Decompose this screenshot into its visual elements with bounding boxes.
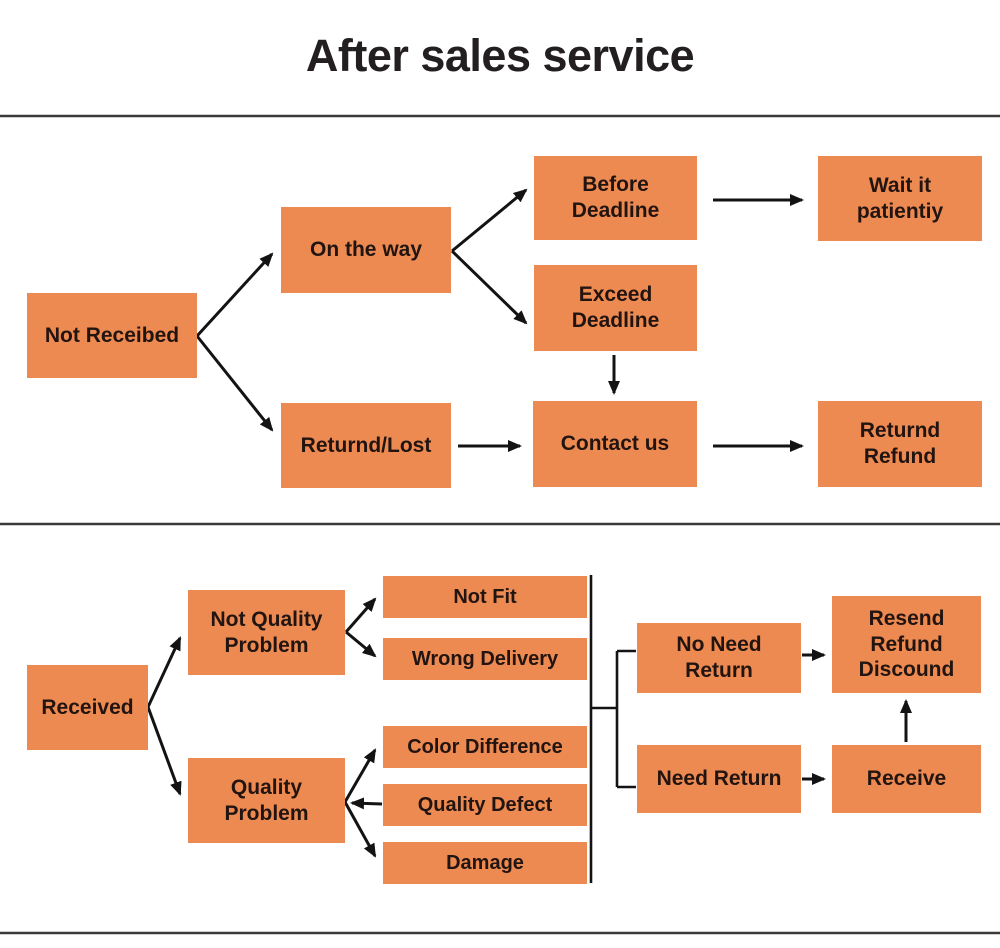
node-label: Quality Problem (224, 775, 309, 825)
node-label: Wrong Delivery (411, 647, 559, 670)
node-label: Exceed Deadline (571, 283, 660, 332)
node-label: Not Fit (453, 585, 517, 608)
node-label: Not Receibed (44, 323, 180, 347)
node-contact-us: Contact us (533, 401, 697, 487)
page-title: After sales service (305, 30, 695, 81)
node-label: Returnd/Lost (300, 433, 432, 457)
node-label: Before Deadline (571, 173, 660, 222)
node-label: No Need Return (676, 633, 762, 682)
node-receive: Receive (832, 745, 981, 813)
node-resend-refund-discound: Resend Refund Discound (832, 596, 981, 693)
node-label: Received (41, 695, 134, 719)
node-returned-lost: Returnd/Lost (281, 403, 451, 488)
node-quality-problem: Quality Problem (188, 758, 345, 843)
arrows-bottom-section (146, 597, 912, 858)
node-exceed-deadline: Exceed Deadline (534, 265, 697, 351)
node-color-difference: Color Difference (383, 726, 587, 768)
node-label: Damage (446, 851, 524, 874)
node-label: On the way (309, 238, 423, 262)
node-on-the-way: On the way (281, 207, 451, 293)
outcome-bracket (589, 575, 636, 883)
arrows-top-section (195, 188, 804, 452)
node-label: Resend Refund Discound (858, 606, 955, 682)
node-label: Wait it patientiy (856, 173, 944, 223)
node-label: Color Difference (407, 735, 563, 758)
node-label: Returnd Refund (859, 419, 941, 468)
node-label: Quality Defect (417, 793, 553, 816)
node-not-fit: Not Fit (383, 576, 587, 618)
node-returned-refund: Returnd Refund (818, 401, 982, 487)
node-label: Contact us (560, 432, 670, 456)
node-label: Receive (866, 767, 947, 791)
node-quality-defect: Quality Defect (383, 784, 587, 826)
node-not-received: Not Receibed (27, 293, 197, 378)
node-wait-it-patiently: Wait it patientiy (818, 156, 982, 241)
node-label: Not Quality Problem (210, 607, 323, 657)
node-not-quality-problem: Not Quality Problem (188, 590, 345, 675)
node-label: Need Return (656, 767, 782, 791)
node-received: Received (27, 665, 148, 750)
node-before-deadline: Before Deadline (534, 156, 697, 240)
node-need-return: Need Return (637, 745, 801, 813)
node-wrong-delivery: Wrong Delivery (383, 638, 587, 680)
node-damage: Damage (383, 842, 587, 884)
section-dividers (0, 114, 1000, 935)
node-no-need-return: No Need Return (637, 623, 801, 693)
